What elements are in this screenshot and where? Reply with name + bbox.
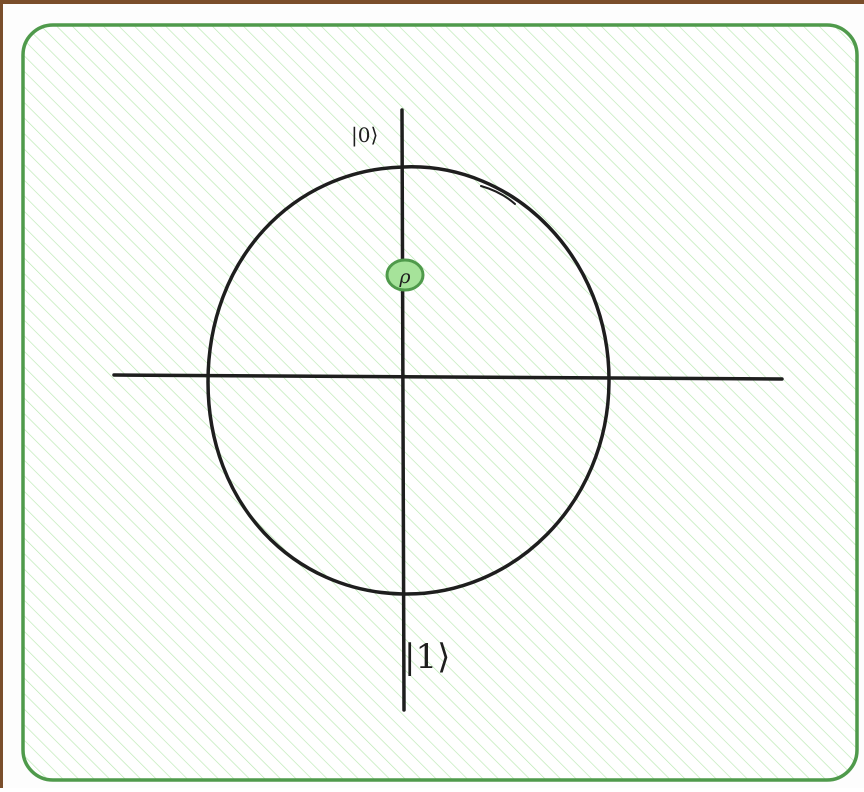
rho-point-label: ρ [398, 266, 411, 288]
card-border [21, 23, 859, 782]
rho-point-marker [385, 258, 425, 292]
card-hatch-fill [23, 25, 857, 780]
vertical-axis[interactable] [400, 108, 406, 712]
bloch-diagram: |0⟩ |1⟩ ρ [21, 23, 859, 782]
circle-sketch-stroke [480, 185, 516, 205]
state-zero-label[interactable]: |0⟩ [351, 123, 378, 148]
rho-point[interactable]: ρ [385, 258, 425, 292]
state-one-label[interactable]: |1⟩ [404, 637, 450, 677]
horizontal-axis[interactable] [112, 373, 784, 381]
